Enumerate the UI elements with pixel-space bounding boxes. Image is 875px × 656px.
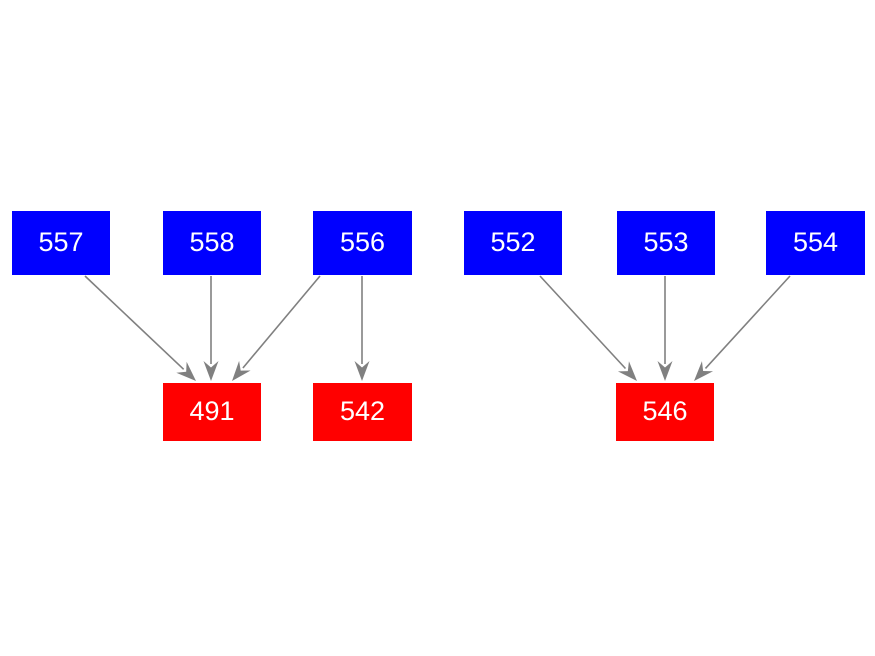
node-label-556: 556 xyxy=(340,227,385,257)
graph-node-552[interactable]: 552 xyxy=(464,211,562,275)
node-label-554: 554 xyxy=(793,227,838,257)
graph-edge xyxy=(203,276,219,381)
node-rect-546[interactable] xyxy=(616,383,714,441)
edge-line-557-491 xyxy=(84,275,185,370)
arrowhead-556-491 xyxy=(232,360,251,381)
node-label-553: 553 xyxy=(643,227,688,257)
edge-line-554-546 xyxy=(704,275,791,369)
graph-node-557[interactable]: 557 xyxy=(12,211,110,275)
node-rect-558[interactable] xyxy=(163,211,261,275)
node-label-558: 558 xyxy=(189,227,234,257)
nodes-layer: 557 558 556 552 553 554 491 542 546 xyxy=(12,211,865,441)
edges-layer xyxy=(84,275,791,381)
graph-node-546[interactable]: 546 xyxy=(616,383,714,441)
node-rect-491[interactable] xyxy=(163,383,261,441)
graph-edge xyxy=(657,276,673,381)
node-label-552: 552 xyxy=(490,227,535,257)
graph-node-491[interactable]: 491 xyxy=(163,383,261,441)
arrowhead-552-546 xyxy=(617,361,637,381)
graph-node-558[interactable]: 558 xyxy=(163,211,261,275)
graph-edge xyxy=(539,275,637,381)
graph-node-542[interactable]: 542 xyxy=(313,383,412,441)
arrowhead-557-491 xyxy=(176,361,196,381)
node-label-546: 546 xyxy=(642,396,687,426)
graph-node-554[interactable]: 554 xyxy=(766,211,865,275)
node-rect-542[interactable] xyxy=(313,383,412,441)
arrowhead-554-546 xyxy=(694,361,714,381)
node-rect-557[interactable] xyxy=(12,211,110,275)
graph-node-553[interactable]: 553 xyxy=(617,211,715,275)
graph-edge xyxy=(232,275,321,381)
node-rect-554[interactable] xyxy=(766,211,865,275)
graph-edge xyxy=(354,276,370,381)
edge-line-552-546 xyxy=(539,275,627,370)
arrowhead-553-546 xyxy=(657,361,673,381)
graph-edge xyxy=(84,275,196,381)
node-rect-553[interactable] xyxy=(617,211,715,275)
arrowhead-558-491 xyxy=(203,361,219,381)
node-label-491: 491 xyxy=(189,396,234,426)
arrowhead-556-542 xyxy=(354,361,370,381)
node-label-542: 542 xyxy=(340,396,385,426)
node-rect-556[interactable] xyxy=(313,211,412,275)
edge-line-556-491 xyxy=(242,275,321,369)
node-label-557: 557 xyxy=(38,227,83,257)
graph-edge xyxy=(694,275,791,381)
graph-node-556[interactable]: 556 xyxy=(313,211,412,275)
node-rect-552[interactable] xyxy=(464,211,562,275)
